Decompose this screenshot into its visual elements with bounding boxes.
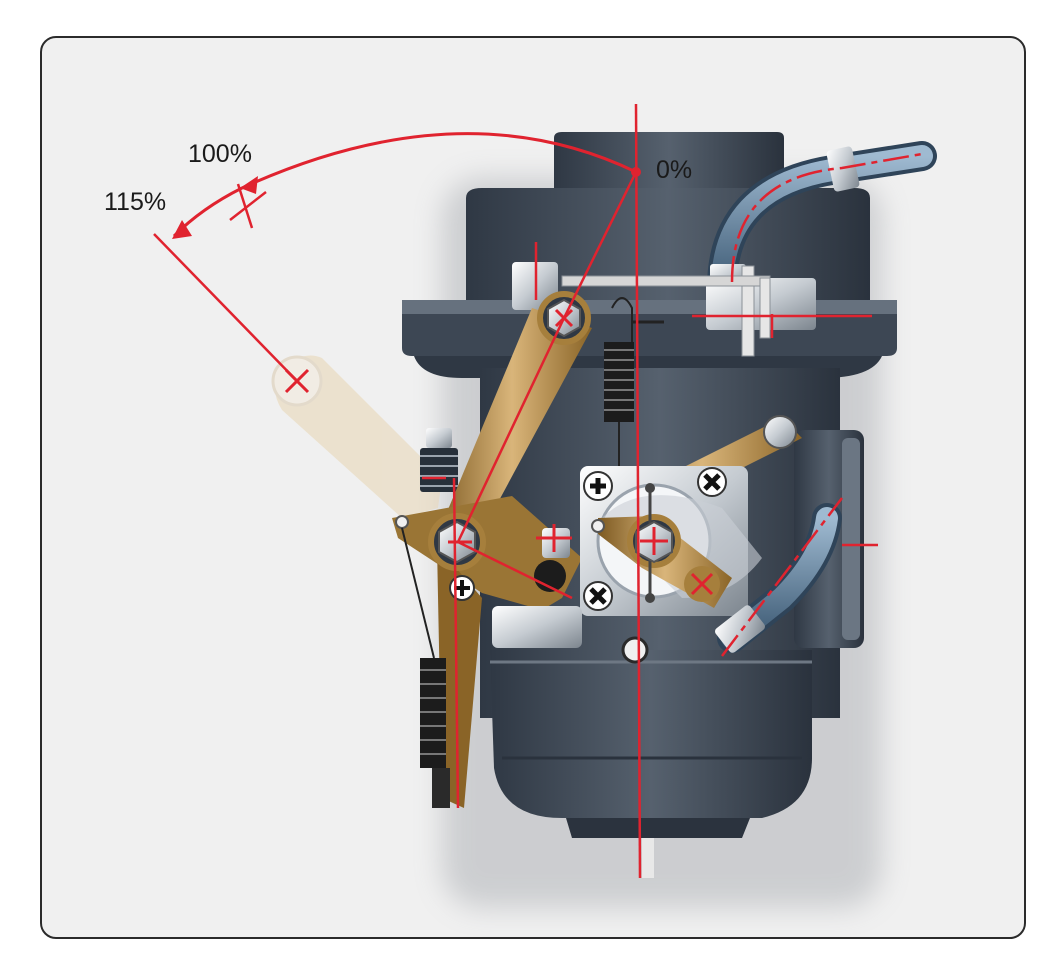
idle-stop-screw (420, 428, 458, 492)
screw-head-icon (449, 467, 727, 611)
carburetor-body (402, 132, 897, 878)
center-lines (153, 103, 923, 879)
diagram-frame: 0% 100% 115% (40, 36, 1026, 939)
pivot-cross-icon (284, 308, 714, 596)
return-spring-lower (401, 527, 450, 808)
label-one-fifteen-percent: 115% (104, 188, 167, 216)
label-hundred-percent: 100% (188, 140, 252, 168)
label-zero-percent: 0% (656, 156, 693, 184)
angle-arc (172, 132, 641, 239)
carburetor-throttle-diagram (153, 103, 937, 908)
arrow-head-icon (172, 220, 192, 239)
arrow-head-icon (240, 176, 258, 194)
idle-fittings (492, 528, 649, 664)
